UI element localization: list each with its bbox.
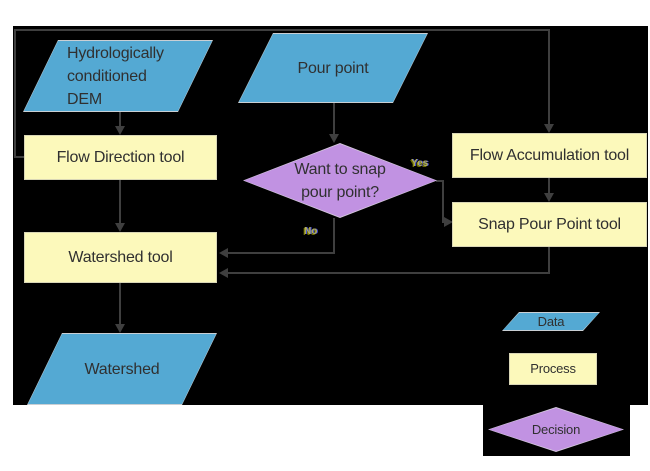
edge-label-yes: Yes bbox=[411, 158, 429, 169]
connector-yes-drop bbox=[442, 180, 444, 223]
arrowhead-yes-to-snap-pour-point bbox=[444, 217, 453, 227]
node-hydrologically-conditioned-dem: Hydrologically conditioned DEM bbox=[23, 40, 213, 112]
snap-pour-point-label: Snap Pour Point tool bbox=[478, 216, 621, 233]
node-snap-pour-point-tool: Snap Pour Point tool bbox=[452, 202, 647, 247]
connector-yes-out bbox=[436, 180, 444, 182]
connector-top-run bbox=[14, 29, 550, 31]
connector-snap-run bbox=[228, 272, 550, 274]
arrowhead-snap-to-watershed-tool bbox=[219, 268, 228, 278]
arrowhead-to-flow-accumulation bbox=[544, 124, 554, 133]
arrowhead-pour-point-to-decision bbox=[329, 134, 339, 143]
connector-pour-point-to-decision bbox=[333, 103, 335, 135]
connector-flow-direction-to-watershed-tool bbox=[119, 180, 121, 224]
node-decision-want-to-snap: Want to snap pour point? bbox=[243, 143, 437, 218]
connector-watershed-tool-to-watershed bbox=[119, 283, 121, 325]
connector-flow-direction-stub bbox=[14, 156, 25, 158]
legend-process-label: Process bbox=[530, 361, 576, 376]
node-flow-accumulation-tool: Flow Accumulation tool bbox=[452, 133, 647, 178]
flow-direction-label: Flow Direction tool bbox=[56, 149, 185, 166]
watershed-label: Watershed bbox=[84, 360, 160, 378]
legend-item-data: Data bbox=[502, 312, 600, 331]
connector-no-run bbox=[228, 252, 335, 254]
connector-drop-to-flow-accumulation bbox=[548, 29, 550, 125]
node-pour-point: Pour point bbox=[238, 33, 428, 103]
node-watershed-tool: Watershed tool bbox=[24, 232, 217, 283]
connector-no-drop bbox=[333, 218, 335, 254]
connector-flow-accumulation-to-snap bbox=[548, 178, 550, 194]
node-watershed: Watershed bbox=[27, 333, 217, 405]
connector-dem-to-flow-direction bbox=[119, 112, 121, 128]
pour-point-label: Pour point bbox=[297, 59, 369, 77]
arrowhead-flow-direction-to-watershed-tool bbox=[115, 223, 125, 232]
arrowhead-dem-to-flow-direction bbox=[115, 126, 125, 135]
legend-item-process: Process bbox=[509, 353, 597, 385]
legend-decision-label: Decision bbox=[531, 421, 581, 437]
decision-label: Want to snap pour point? bbox=[294, 160, 386, 201]
legend-item-decision: Decision bbox=[488, 407, 624, 452]
edge-label-no: No bbox=[304, 226, 318, 237]
arrowhead-no-to-watershed-tool bbox=[219, 248, 228, 258]
connector-left-riser bbox=[14, 29, 16, 158]
legend-data-label: Data bbox=[537, 313, 565, 329]
flow-accumulation-label: Flow Accumulation tool bbox=[469, 147, 630, 164]
dem-label: Hydrologically conditioned DEM bbox=[67, 44, 164, 108]
connector-snap-drop bbox=[548, 247, 550, 274]
watershed-tool-label: Watershed tool bbox=[68, 249, 173, 266]
arrowhead-watershed-tool-to-watershed bbox=[115, 324, 125, 333]
node-flow-direction-tool: Flow Direction tool bbox=[24, 135, 217, 180]
arrowhead-flow-accumulation-to-snap bbox=[544, 193, 554, 202]
